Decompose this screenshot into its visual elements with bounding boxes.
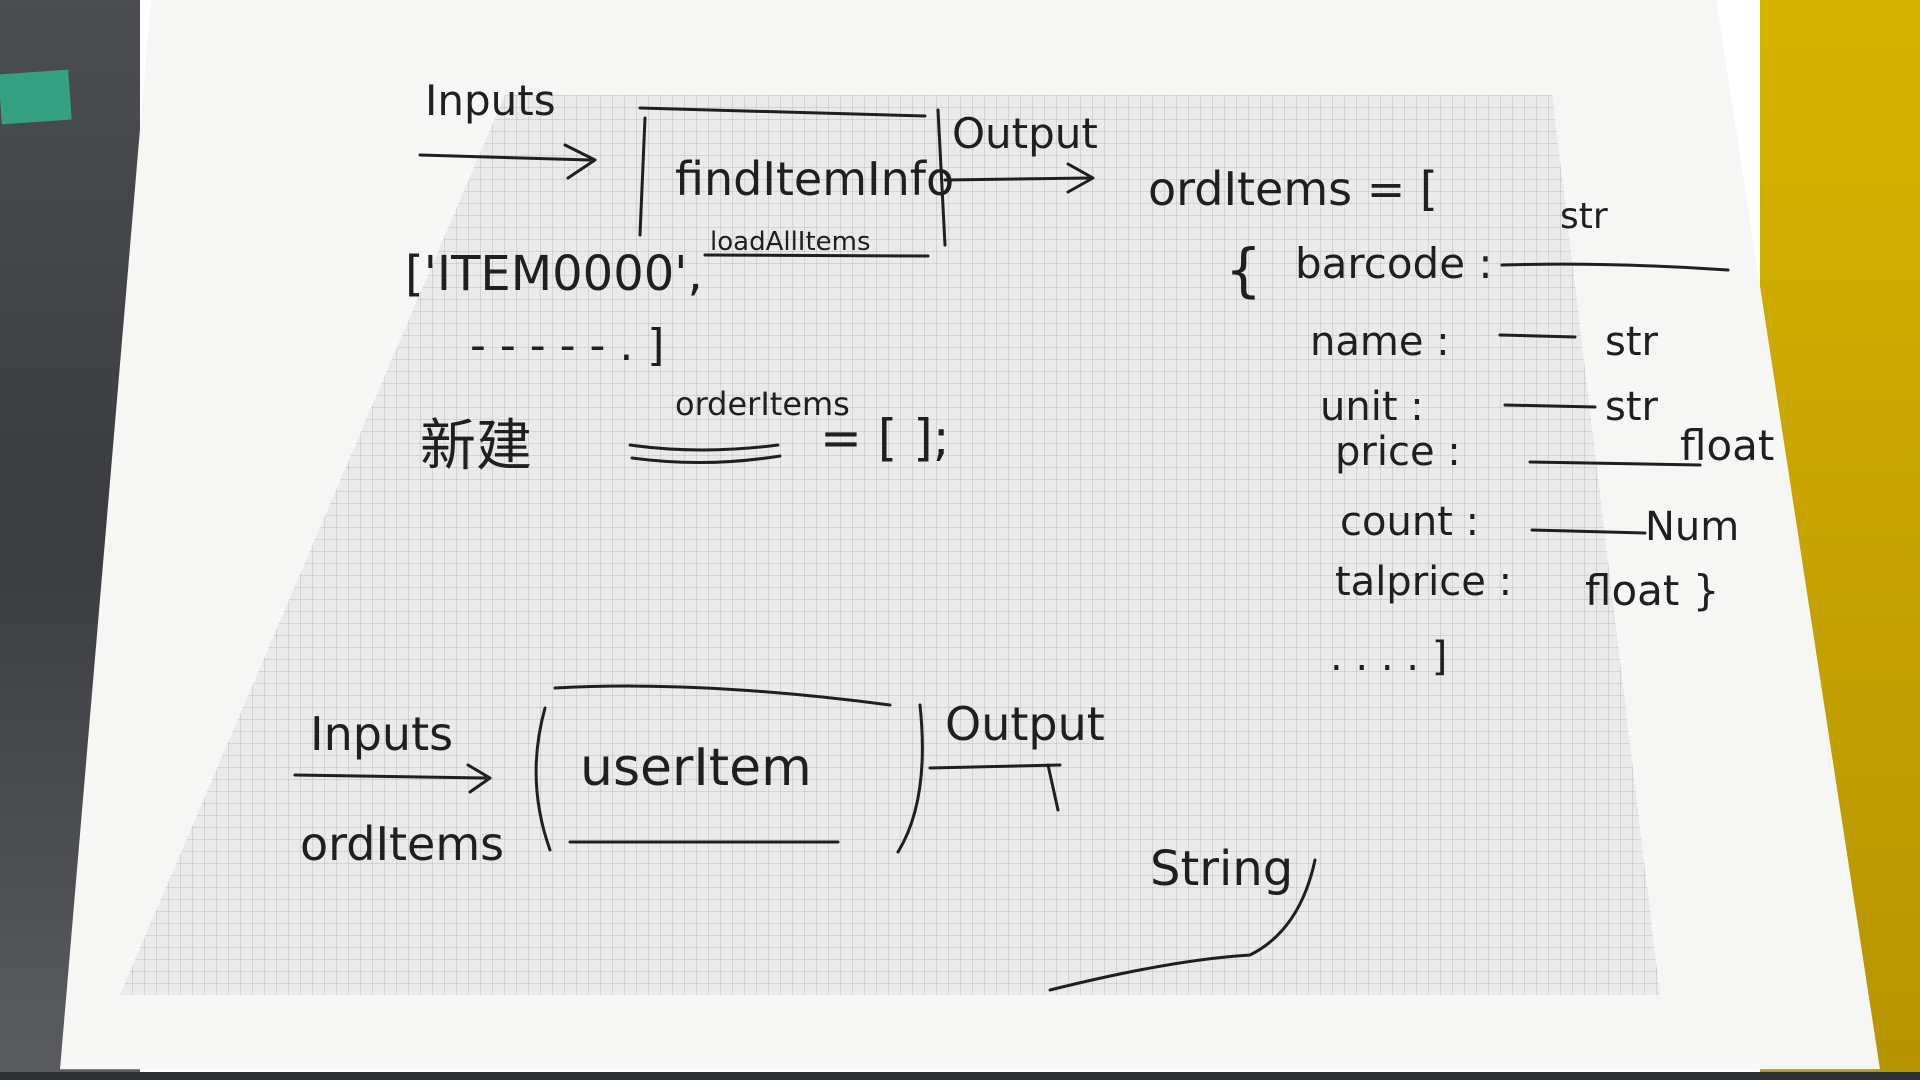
unit-strikethrough	[1503, 403, 1597, 409]
find-item-info-label: findItemInfo	[675, 152, 954, 206]
field-name-name: name :	[1310, 319, 1450, 365]
field-price-type: float	[1680, 421, 1774, 470]
bottom-output-type: String	[1150, 841, 1293, 897]
bottom-output-arrow-shaft	[928, 763, 1062, 770]
field-unit-type: str	[1605, 384, 1659, 430]
load-all-items-underline	[703, 253, 930, 258]
field-barcode-type: str	[1560, 196, 1608, 237]
price-strikethrough	[1528, 460, 1702, 467]
bottom-inputs-label: Inputs	[310, 707, 453, 761]
field-barcode-name: barcode :	[1295, 239, 1493, 288]
field-totalprice-name: talprice :	[1335, 559, 1512, 605]
field-count-name: count :	[1340, 499, 1479, 545]
top-output-arrow-shaft	[943, 176, 1092, 182]
count-strikethrough	[1530, 528, 1647, 535]
bottom-box-right-edge	[896, 703, 924, 854]
top-output-label: Output	[952, 109, 1098, 158]
bottom-input-name: ordItems	[300, 817, 504, 871]
string-curve-underline	[1048, 858, 1317, 992]
input-array-first: ['ITEM0000',	[405, 246, 703, 302]
top-inputs-label: Inputs	[425, 76, 556, 125]
top-box-top-edge	[638, 106, 927, 118]
load-all-items-label: loadAllItems	[710, 227, 871, 257]
top-inputs-arrow-shaft	[418, 153, 592, 162]
name-strikethrough	[1498, 333, 1577, 339]
field-count-type: Num	[1645, 504, 1739, 550]
bottom-inputs-arrowhead	[466, 763, 492, 794]
field-unit-name: unit :	[1320, 384, 1424, 430]
field-totalprice-type: float }	[1585, 566, 1719, 615]
top-inputs-arrowhead	[563, 143, 597, 180]
bottom-inputs-arrow-shaft	[293, 773, 487, 780]
top-box-left-edge	[638, 116, 647, 237]
new-array-name: orderItems	[675, 385, 850, 423]
bottom-edge	[0, 1072, 1920, 1080]
top-box-right-edge	[936, 108, 947, 247]
new-array-assign: = [ ];	[820, 409, 950, 467]
field-name-type: str	[1605, 319, 1659, 365]
scribbled-out-word-2	[630, 454, 782, 465]
user-item-label: userItem	[580, 738, 812, 798]
ord-items-opening: ordItems = [	[1148, 162, 1438, 216]
bottom-output-arrow-bend	[1046, 763, 1060, 812]
barcode-strikethrough	[1500, 262, 1730, 272]
object-closing: . . . . ]	[1330, 634, 1447, 680]
top-output-arrowhead	[1066, 162, 1095, 194]
grid-paper	[120, 95, 1660, 995]
scribbled-out-word	[628, 443, 780, 452]
bottom-output-label: Output	[945, 697, 1105, 751]
bottom-box-top-edge	[553, 684, 892, 707]
new-array-prefix: 新建	[420, 414, 532, 479]
bottom-box-left-edge	[534, 706, 552, 852]
object-open-brace: {	[1225, 236, 1262, 304]
field-price-name: price :	[1335, 429, 1461, 475]
input-array-rest: - - - - - . ]	[470, 320, 664, 371]
